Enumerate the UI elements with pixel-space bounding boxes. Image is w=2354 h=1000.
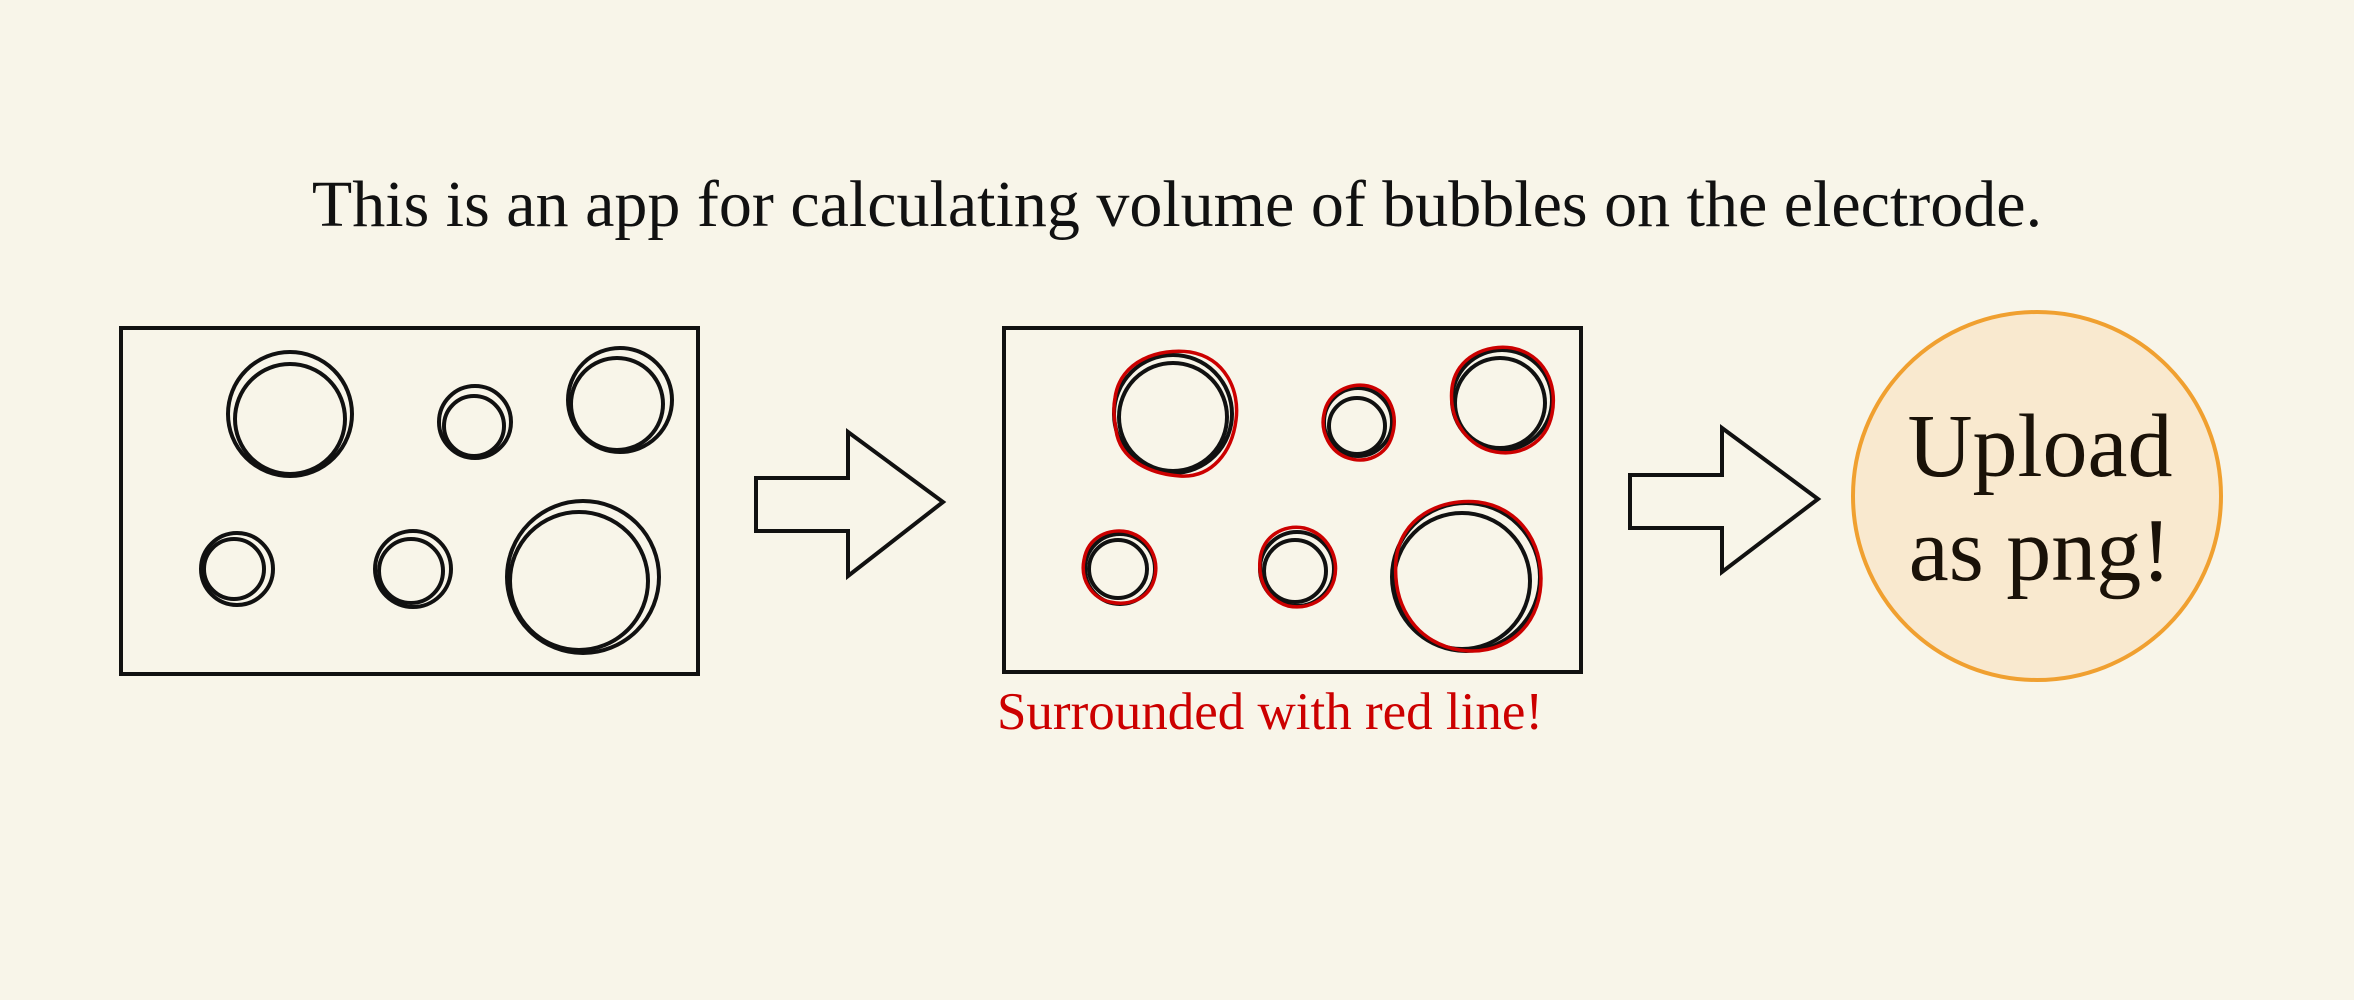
bubble-icon bbox=[1258, 525, 1338, 609]
page-title: This is an app for calculating volume of… bbox=[311, 168, 2043, 241]
electrode-frame bbox=[1002, 326, 1583, 674]
arrow-right-icon bbox=[754, 428, 947, 581]
electrode-panel-original bbox=[119, 326, 700, 676]
bubble-icon bbox=[1449, 345, 1555, 455]
annotation-caption: Surrounded with red line! bbox=[996, 683, 1544, 741]
bubble-icon bbox=[437, 384, 513, 460]
arrow-right-icon bbox=[1628, 424, 1822, 577]
bubble-icon bbox=[1390, 499, 1543, 653]
electrode-frame bbox=[119, 326, 700, 676]
bubble-icon bbox=[566, 346, 674, 454]
upload-button-shape[interactable] bbox=[1851, 310, 2223, 682]
bubble-icon bbox=[505, 499, 661, 655]
electrode-panel-annotated bbox=[1002, 326, 1583, 674]
bubble-icon bbox=[1321, 383, 1396, 462]
upload-button[interactable]: Upload as png! bbox=[1855, 395, 2225, 603]
bubble-icon bbox=[1081, 529, 1158, 606]
bubble-icon bbox=[199, 531, 275, 607]
upload-button-label-line2: as png! bbox=[1908, 501, 2172, 600]
bubble-icon bbox=[1112, 349, 1239, 478]
bubble-icon bbox=[373, 529, 453, 609]
bubble-icon bbox=[226, 350, 354, 478]
upload-button-label-line1: Upload bbox=[1907, 397, 2173, 496]
